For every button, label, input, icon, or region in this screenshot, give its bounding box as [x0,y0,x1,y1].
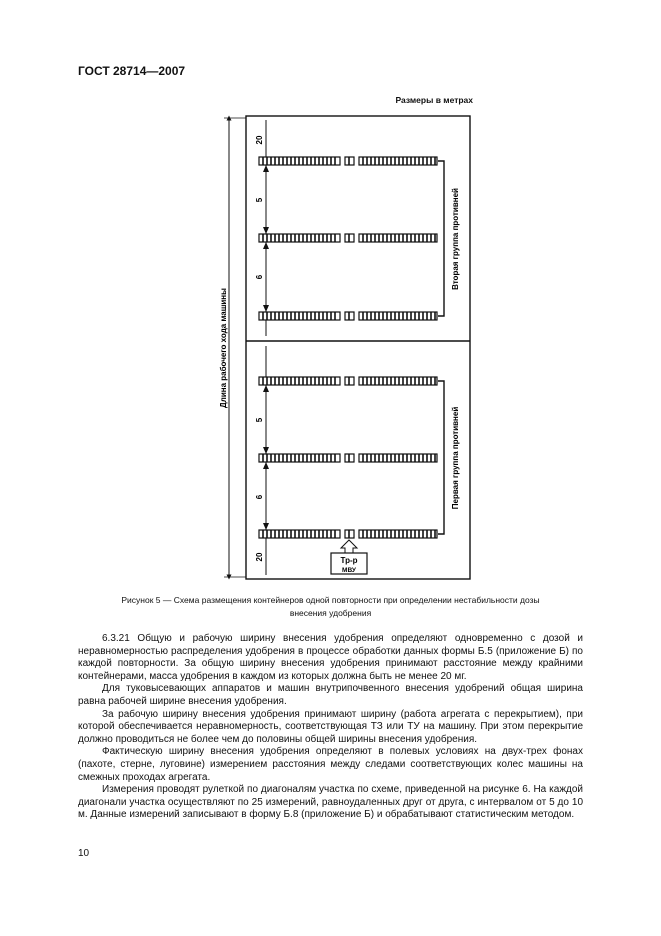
machine-label-mvu: МВУ [342,567,357,574]
dimension-upper-6: 6 [255,274,264,279]
units-note: Размеры в метрах [395,95,473,105]
paragraph: За рабочую ширину внесения удобрения при… [78,708,583,745]
total-length-label: Длина рабочего хода машины [219,288,228,408]
machine-box [330,552,368,575]
container-rows [258,156,438,539]
dimension-upper-5: 5 [255,197,264,202]
lower-group-label: Первая группа противней [451,407,460,510]
upper-group-label: Вторая группа противней [451,188,460,290]
dimension-lower-5: 5 [255,417,264,422]
paragraph: Для туковысевающих аппаратов и машин вну… [78,683,583,707]
paragraph: Измерения проводят рулеткой по диагоналя… [78,784,583,821]
figure-caption: Рисунок 5 — Схема размещения контейнеров… [121,595,540,618]
lower-group-bracket [438,380,445,535]
figure-frame [245,115,471,580]
page-number: 10 [78,848,90,859]
paragraph: Фактическую ширину внесения удобрения оп… [78,746,583,783]
dimension-lower-6: 6 [255,494,264,499]
dimension-bottom-20: 20 [255,552,264,561]
body-text: 6.3.21 Общую и рабочую ширину внесения у… [78,633,583,822]
container-layout-figure: Длина рабочего хода машины 20 5 6 5 6 20… [219,115,471,580]
document-standard-header: ГОСТ 28714—2007 [78,64,186,78]
machine-label-tractor: Тр-р [340,556,357,565]
upper-group-bracket [438,160,445,317]
dimension-top-20: 20 [255,135,264,144]
machine-direction-arrow [339,539,359,554]
paragraph: 6.3.21 Общую и рабочую ширину внесения у… [78,633,583,682]
